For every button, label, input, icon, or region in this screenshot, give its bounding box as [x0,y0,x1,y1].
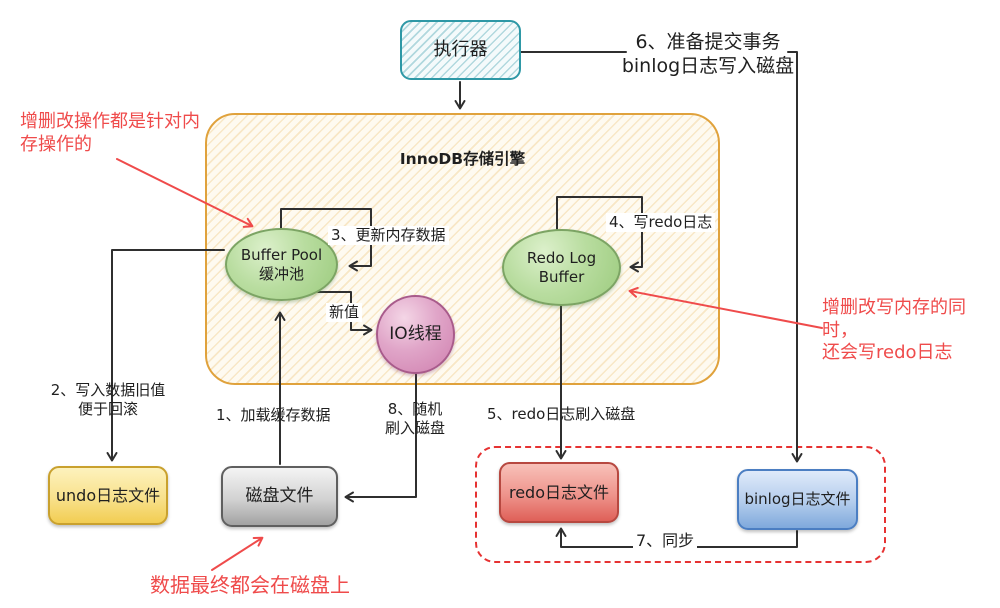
step6-label: 6、准备提交事务 binlog日志写入磁盘 [621,31,795,77]
arrow-step2-bufferpool-to-undo [106,249,225,462]
disk-file-node: 磁盘文件 [221,466,338,527]
redo-log-buffer-node: Redo Log Buffer [502,229,621,306]
io-thread-node: IO线程 [376,295,455,374]
undo-log-file-label: undo日志文件 [55,485,161,505]
step3-label: 3、更新内存数据 [328,226,449,245]
annotation-data-on-disk: 数据最终都会在磁盘上 [150,573,350,597]
step8-label: 8、随机 刷入磁盘 [384,400,445,437]
new-value-label: 新值 [326,303,363,322]
executor-node: 执行器 [400,20,521,80]
redo-log-file-node: redo日志文件 [499,462,619,523]
step4-label: 4、写redo日志 [606,213,716,232]
red-arrow-redo-note [628,286,823,329]
undo-log-file-node: undo日志文件 [48,466,168,525]
redo-log-buffer-label: Redo Log Buffer [526,248,597,286]
innodb-engine-panel: InnoDB存储引擎 [205,113,720,385]
step1-label: 1、加载缓存数据 [216,406,331,424]
innodb-engine-title: InnoDB存储引擎 [399,150,526,168]
step7-label: 7、同步 [633,531,698,551]
binlog-log-file-node: binlog日志文件 [737,469,858,530]
red-arrow-memory-note [116,158,254,228]
arrow-step6-to-binlog [787,51,803,463]
step2-label: 2、写入数据旧值 便于回滚 [50,381,166,418]
buffer-pool-node: Buffer Pool 缓冲池 [225,228,338,301]
arrow-step4-selfloop-redobuffer [556,196,643,273]
annotation-memory-operations: 增删改操作都是针对内 存操作的 [20,111,200,155]
red-arrow-disk-note [211,536,264,571]
binlog-log-file-label: binlog日志文件 [744,490,851,509]
disk-file-label: 磁盘文件 [245,485,314,506]
arrow-step3-selfloop-bufferpool [280,208,372,272]
arrow-step8-iothread-to-disk [344,373,417,503]
redo-log-file-label: redo日志文件 [508,482,610,502]
buffer-pool-label: Buffer Pool 缓冲池 [240,245,323,283]
io-thread-label: IO线程 [389,323,442,344]
disk-log-files-group [475,446,886,563]
step5-label: 5、redo日志刷入磁盘 [487,405,636,423]
annotation-redo-log-write: 增删改写内存的同时， 还会写redo日志 [822,297,966,363]
executor-label: 执行器 [433,38,488,60]
